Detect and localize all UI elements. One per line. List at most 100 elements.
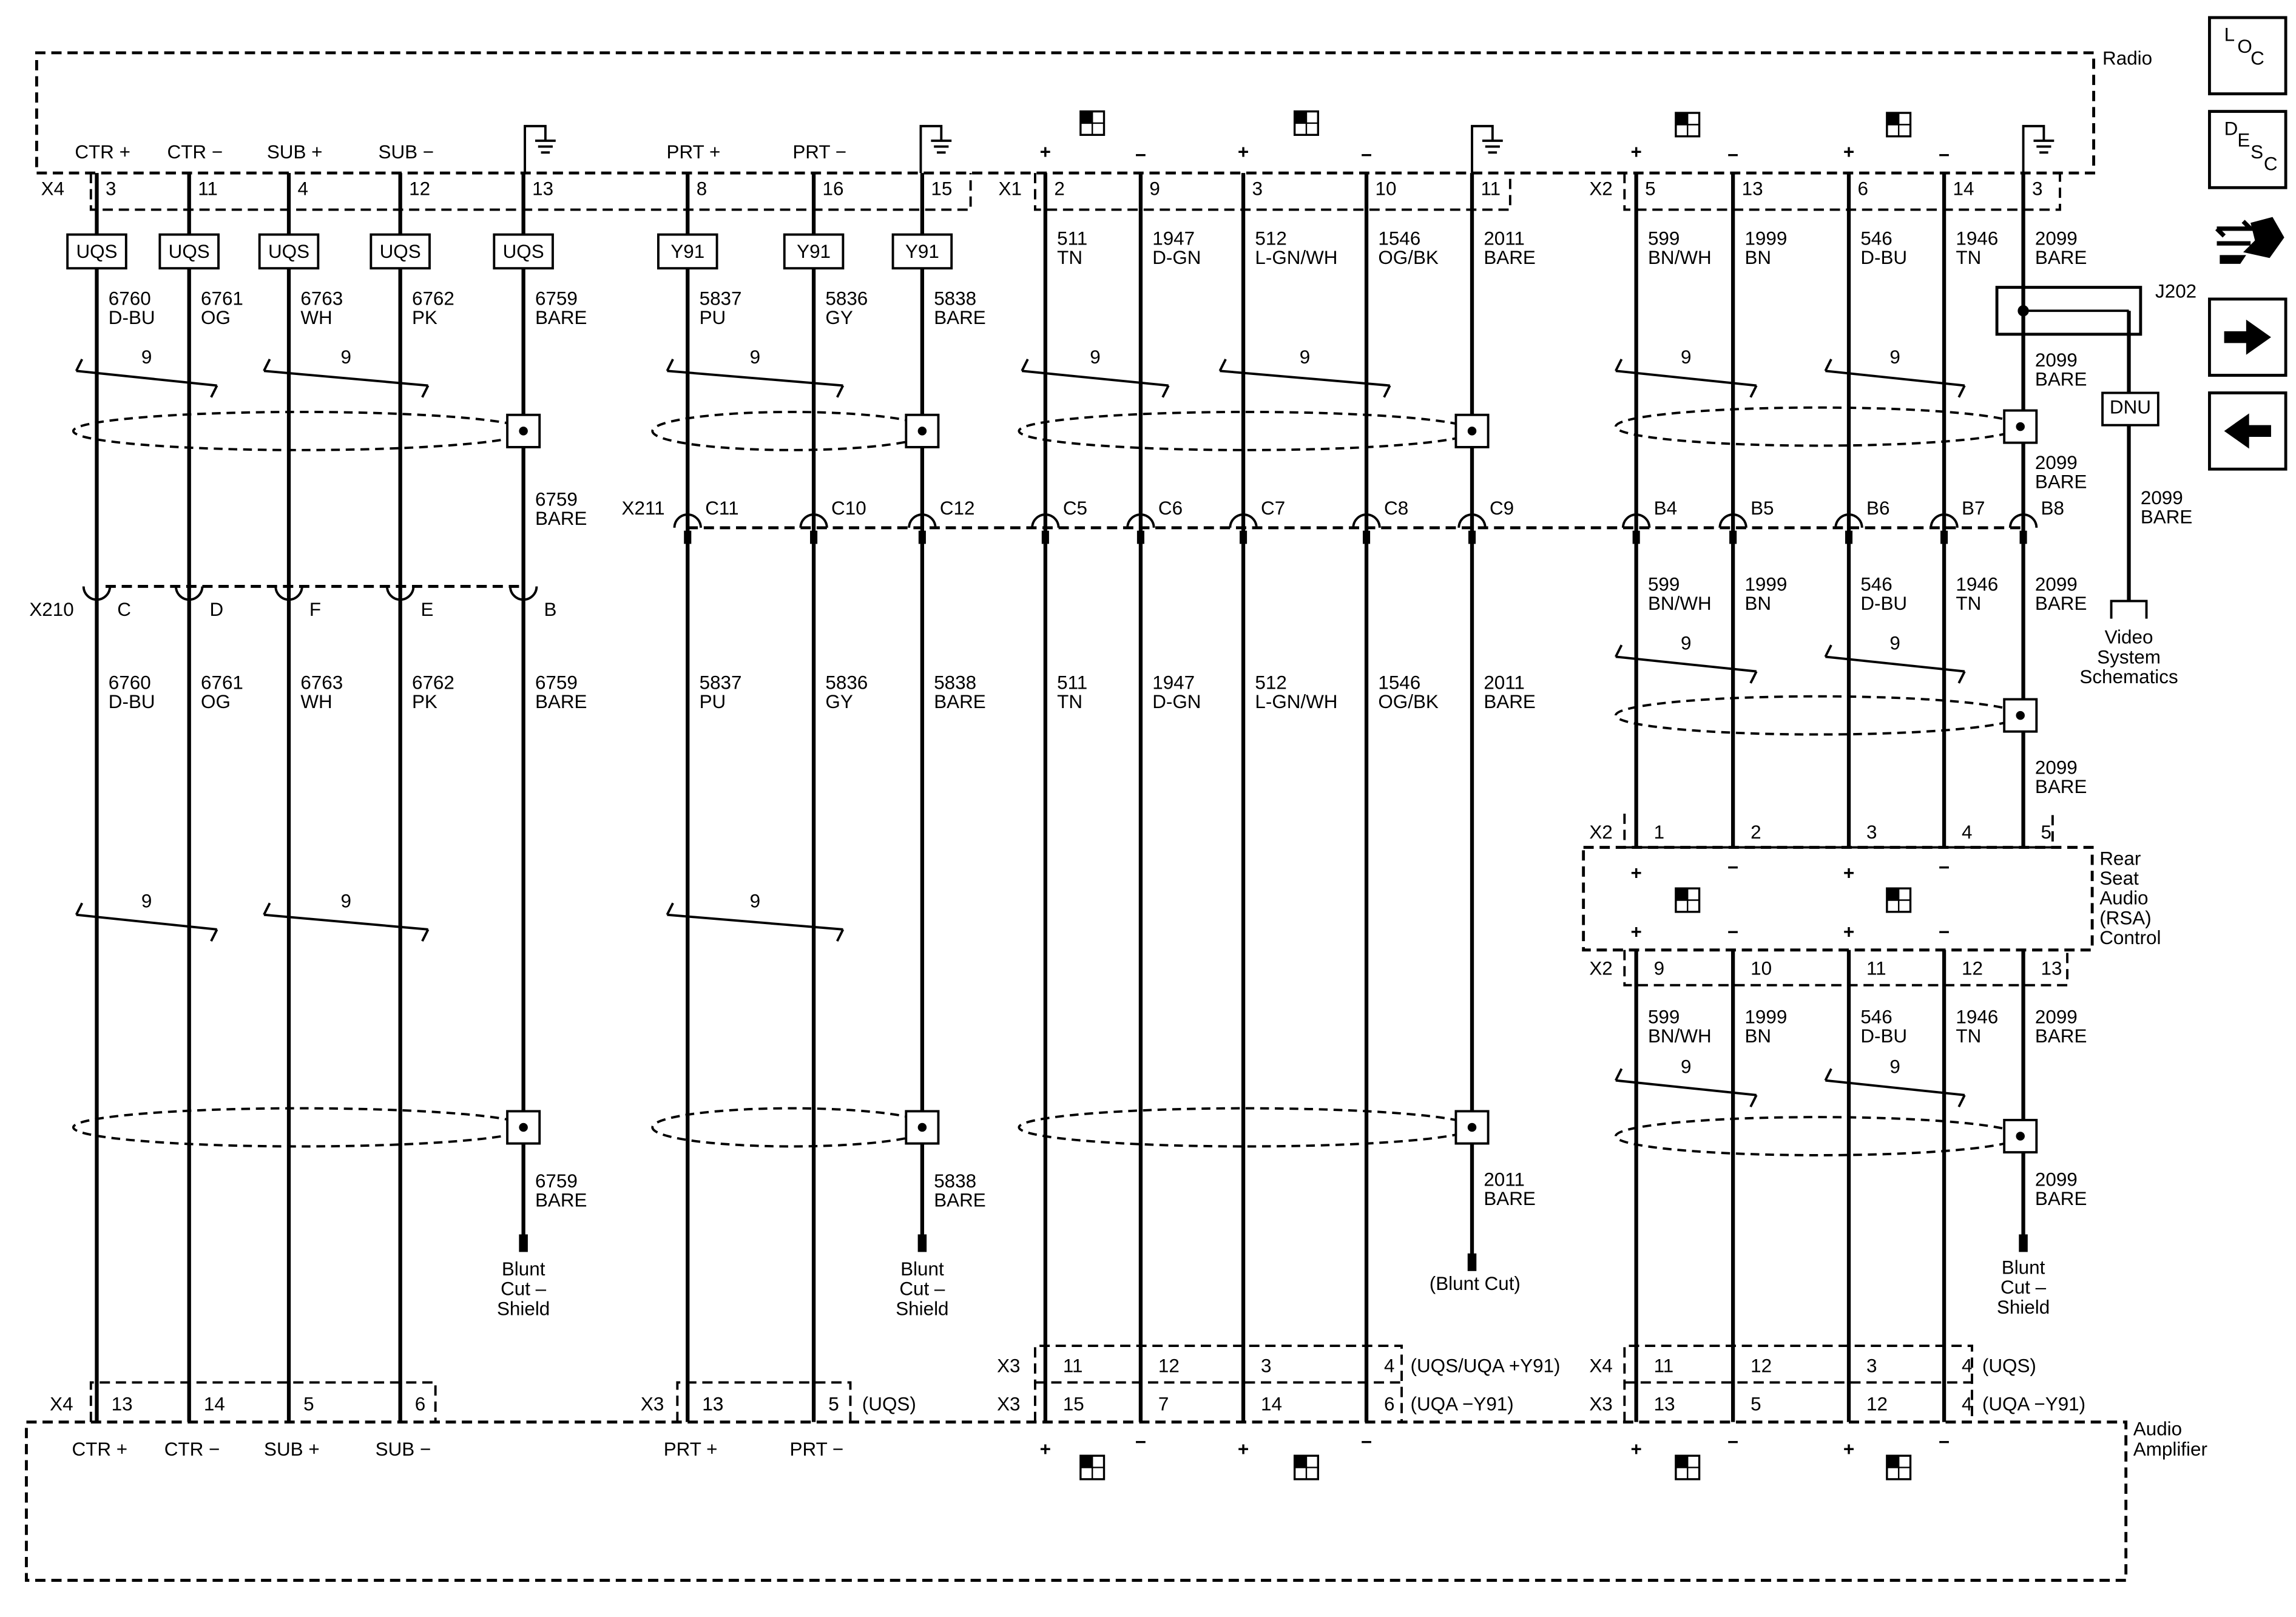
x4-x3-amp-strip-c xyxy=(1623,1345,1973,1422)
wire-color: D-BU xyxy=(1860,247,1907,268)
drain-dot xyxy=(519,1122,528,1132)
circuit-number-lower: 599 xyxy=(1648,574,1680,595)
dnu-circuit: 2099 xyxy=(2141,487,2183,508)
polarity-minus: − xyxy=(1135,1431,1146,1453)
circuit-number-lower: 6763 xyxy=(300,672,343,694)
polarity-plus: + xyxy=(1630,141,1641,163)
next-page-button[interactable] xyxy=(2208,297,2288,377)
circuit-number-lower: 2099 xyxy=(2035,574,2078,595)
nav-letter: D xyxy=(2224,118,2238,139)
shield-circuit-low: 5838 xyxy=(934,1170,976,1192)
twisted-pair-tick xyxy=(210,928,218,942)
circuit-number-lower: 1546 xyxy=(1378,672,1420,694)
blunt-cut-stub xyxy=(917,1234,927,1252)
twisted-pair-tick xyxy=(421,928,430,942)
twisted-pair-marker xyxy=(263,913,428,931)
twisted-pair-tick xyxy=(75,359,84,372)
wire-color: BN/WH xyxy=(1648,247,1712,268)
drain-dot xyxy=(917,427,927,436)
wire-color: L-GN/WH xyxy=(1255,247,1337,268)
shield-circuit: 2099 xyxy=(2035,452,2078,473)
amp-pin-uqs: 11 xyxy=(1654,1355,1674,1377)
shield-ellipse xyxy=(651,411,933,451)
twisted-pair-tick xyxy=(1957,385,1966,398)
x211-terminal-pin xyxy=(1468,530,1476,544)
x4-amp-strip xyxy=(89,1381,437,1422)
amplifier-label: Audio xyxy=(2133,1418,2182,1439)
twisted-pair-marker xyxy=(76,913,217,931)
speaker-icon-fill xyxy=(1886,113,1899,125)
blunt-cut-shield-label: Cut – xyxy=(2001,1277,2047,1298)
radio-terminal-label: PRT + xyxy=(667,141,721,163)
prev-page-button[interactable] xyxy=(2208,391,2288,471)
amp-pin-number: 13 xyxy=(702,1393,723,1414)
polarity-minus: − xyxy=(1939,921,1950,942)
x211-terminal-pin xyxy=(1136,530,1144,544)
amp-pin-uqa: 12 xyxy=(1866,1393,1888,1414)
x2-label: X2 xyxy=(1589,178,1612,199)
uqa-y91-note: (UQA −Y91) xyxy=(1411,1393,1514,1414)
x211-terminal xyxy=(1621,513,1651,528)
shield-circuit-low: 6759 xyxy=(535,1170,578,1192)
x211-terminal xyxy=(673,513,702,528)
x211-pin: B5 xyxy=(1751,498,1774,519)
video-schematics-label: Video xyxy=(2105,627,2153,648)
amplifier-label-2: Amplifier xyxy=(2133,1439,2207,1460)
amp-pin-uqs: 3 xyxy=(1866,1355,1877,1377)
rsa-out-pin: 10 xyxy=(1751,958,1772,979)
polarity-plus: + xyxy=(1843,921,1854,942)
option-box xyxy=(891,233,953,270)
twisted-pair-tick xyxy=(263,359,271,372)
circuit-number-lower: 1947 xyxy=(1152,672,1195,694)
blunt-cut-stub xyxy=(2019,1234,2028,1252)
shield-color: BARE xyxy=(2035,776,2087,797)
blunt-cut-shield-label: Blunt xyxy=(2002,1257,2045,1278)
wire-color: TN xyxy=(1057,247,1082,268)
twist-count: 9 xyxy=(1090,346,1100,368)
amp-pin-uqs: 12 xyxy=(1158,1355,1180,1377)
radio-pin-number: 3 xyxy=(106,178,116,199)
speaker-icon-fill xyxy=(1080,111,1093,123)
x4-label: X4 xyxy=(41,178,64,199)
arrow-right-icon xyxy=(2224,319,2271,355)
twisted-pair-tick xyxy=(1615,359,1623,372)
x2-rsa-in-strip xyxy=(1623,813,2054,849)
drain-dot xyxy=(1467,427,1477,436)
option-label: Y91 xyxy=(905,241,939,262)
blunt-cut-shield-label: Cut – xyxy=(899,1278,945,1300)
wire-color: BARE xyxy=(2035,247,2087,268)
x2-rsa-out-strip xyxy=(1623,950,2068,987)
circuit-number: 1946 xyxy=(1956,228,1998,249)
rsa-label-line: Seat xyxy=(2099,868,2139,889)
connector-view-button[interactable] xyxy=(2209,205,2286,282)
radio-pin-number: 15 xyxy=(931,178,952,199)
twisted-pair-tick xyxy=(75,902,84,916)
option-label: UQS xyxy=(503,241,544,262)
amp-pin-number: 5 xyxy=(303,1393,314,1414)
x3-amp-label-d: X3 xyxy=(1589,1393,1612,1414)
polarity-plus: + xyxy=(1040,1439,1051,1460)
twisted-pair-tick xyxy=(836,928,845,942)
radio-pin-number: 3 xyxy=(2032,178,2042,199)
twisted-pair-tick xyxy=(1824,1068,1832,1081)
wire-color-lower: D-BU xyxy=(109,691,155,712)
wire-color: BARE xyxy=(1484,247,1536,268)
speaker-icon-fill xyxy=(1675,888,1688,900)
x211-terminal xyxy=(1031,513,1060,528)
wire-color: BARE xyxy=(934,307,986,328)
video-schematics-label: System xyxy=(2097,646,2161,667)
option-label: UQS xyxy=(76,241,117,262)
x211-terminal-pin xyxy=(1362,530,1371,544)
x211-terminal-pin xyxy=(1845,530,1853,544)
amp-terminal-label: SUB − xyxy=(376,1439,431,1460)
x211-terminal-pin xyxy=(810,530,818,544)
rsa-out-pin: 11 xyxy=(1866,958,1886,979)
uqs-note-c: (UQS) xyxy=(1982,1355,2036,1377)
loc-button-frame xyxy=(2208,16,2288,96)
shield-ellipse xyxy=(1018,411,1475,451)
x211-pin: B6 xyxy=(1866,498,1889,519)
twisted-pair-marker xyxy=(1825,370,1965,387)
loc-button[interactable]: LOC xyxy=(2208,16,2288,96)
